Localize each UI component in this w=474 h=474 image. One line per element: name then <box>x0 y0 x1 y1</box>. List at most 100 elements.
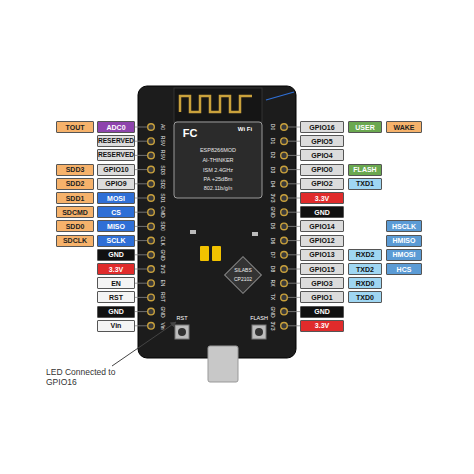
silkscreen-label: GND <box>266 205 280 219</box>
silkscreen-label: 3V3 <box>266 319 280 333</box>
pin-label: SDCLK <box>56 235 94 247</box>
pin-leader <box>135 212 147 213</box>
capacitor <box>212 246 221 261</box>
pin-label: TXD2 <box>348 263 382 275</box>
pin-hole <box>148 152 155 159</box>
antenna-area <box>174 88 262 122</box>
antenna-trace <box>180 96 252 112</box>
pin-label: SDD3 <box>56 164 94 176</box>
pin-leader <box>135 297 147 298</box>
pin-leader <box>135 198 147 199</box>
pin-hole <box>148 209 155 216</box>
pin-leader <box>135 311 147 312</box>
pin-hole <box>148 266 155 273</box>
silkscreen-label: D5 <box>266 219 280 233</box>
module-marking: ISM 2.4GHz <box>178 166 258 175</box>
silkscreen-label: TX <box>266 290 280 304</box>
pin-label: HSCLK <box>386 220 422 232</box>
pin-label: TOUT <box>56 121 94 133</box>
pin-hole <box>281 308 288 315</box>
module-marking: 802.11b/g/n <box>178 184 258 193</box>
pin-leader <box>288 226 300 227</box>
pin-label: GPIO12 <box>300 235 344 247</box>
pin-hole <box>148 294 155 301</box>
pin-label: GPIO0 <box>300 164 344 176</box>
button-cap <box>255 328 263 336</box>
pin-hole <box>281 209 288 216</box>
wifi-logo: Wi Fi <box>230 124 260 134</box>
module-marking: AI-THINKER <box>178 156 258 165</box>
silkscreen-label: D8 <box>266 262 280 276</box>
pin-label: GPIO4 <box>300 149 344 161</box>
pin-label: HMOSI <box>386 249 422 261</box>
silkscreen-label: CLK <box>156 234 170 248</box>
button-cap <box>178 328 186 336</box>
pin-leader <box>135 127 147 128</box>
pin-leader <box>288 212 300 213</box>
smd-part <box>190 230 196 234</box>
pin-label: GND <box>97 306 135 318</box>
pin-hole <box>148 237 155 244</box>
usb-connector <box>208 346 238 382</box>
pin-label: GPIO14 <box>300 220 344 232</box>
silkscreen-label: SD0 <box>156 219 170 233</box>
pin-leader <box>135 283 147 284</box>
module-marking: ESP8266MOD <box>178 146 258 155</box>
pin-hole <box>281 166 288 173</box>
pin-hole <box>281 266 288 273</box>
pin-hole <box>281 181 288 188</box>
pin-label: EN <box>97 277 135 289</box>
pin-leader <box>288 155 300 156</box>
silkscreen-label: Vin <box>156 319 170 333</box>
pin-label: FLASH <box>348 164 382 176</box>
flash-button <box>252 325 266 339</box>
pin-label: GPIO3 <box>300 277 344 289</box>
pin-hole <box>148 181 155 188</box>
pin-leader <box>288 311 300 312</box>
pin-label: USER <box>348 121 382 133</box>
pin-hole <box>281 280 288 287</box>
pin-label: HMISO <box>386 235 422 247</box>
usb-uart-chip <box>225 257 262 294</box>
smd-part <box>252 232 258 236</box>
pin-hole <box>281 252 288 259</box>
pin-label: SDD1 <box>56 192 94 204</box>
silkscreen-label: RST <box>156 290 170 304</box>
pin-label: RXD0 <box>348 277 382 289</box>
pin-leader <box>135 254 147 255</box>
silkscreen-label: D1 <box>266 134 280 148</box>
button-label: FLASH <box>246 314 272 323</box>
button-label: RST <box>171 314 193 323</box>
pin-hole <box>281 195 288 202</box>
pin-label: RESERVED <box>97 135 135 147</box>
pin-label: 3.3V <box>300 320 344 332</box>
pin-label: RXD2 <box>348 249 382 261</box>
led-pointer <box>266 92 294 100</box>
callout-text: LED Connected to GPIO16 <box>46 367 142 391</box>
pin-hole <box>281 152 288 159</box>
pin-label: RST <box>97 291 135 303</box>
silkscreen-label: EN <box>156 276 170 290</box>
pin-leader <box>288 254 300 255</box>
pin-hole <box>148 308 155 315</box>
pin-label: 3.3V <box>300 192 344 204</box>
silkscreen-label: RSV <box>156 148 170 162</box>
silkscreen-label: 3V3 <box>156 262 170 276</box>
pin-label: GPIO9 <box>97 178 135 190</box>
pin-leader <box>288 127 300 128</box>
pin-leader <box>135 269 147 270</box>
silkscreen-label: D0 <box>266 120 280 134</box>
pin-label: CS <box>97 206 135 218</box>
leader-lines <box>135 127 300 326</box>
pin-leader <box>288 198 300 199</box>
pin-leader <box>288 269 300 270</box>
pin-holes <box>148 124 288 329</box>
pin-leader <box>288 325 300 326</box>
pin-leader <box>135 155 147 156</box>
silkscreen-label: 3V3 <box>266 191 280 205</box>
pin-label: GPIO16 <box>300 121 344 133</box>
pin-label: GPIO2 <box>300 178 344 190</box>
pin-leader <box>135 325 147 326</box>
pin-label: GPIO13 <box>300 249 344 261</box>
